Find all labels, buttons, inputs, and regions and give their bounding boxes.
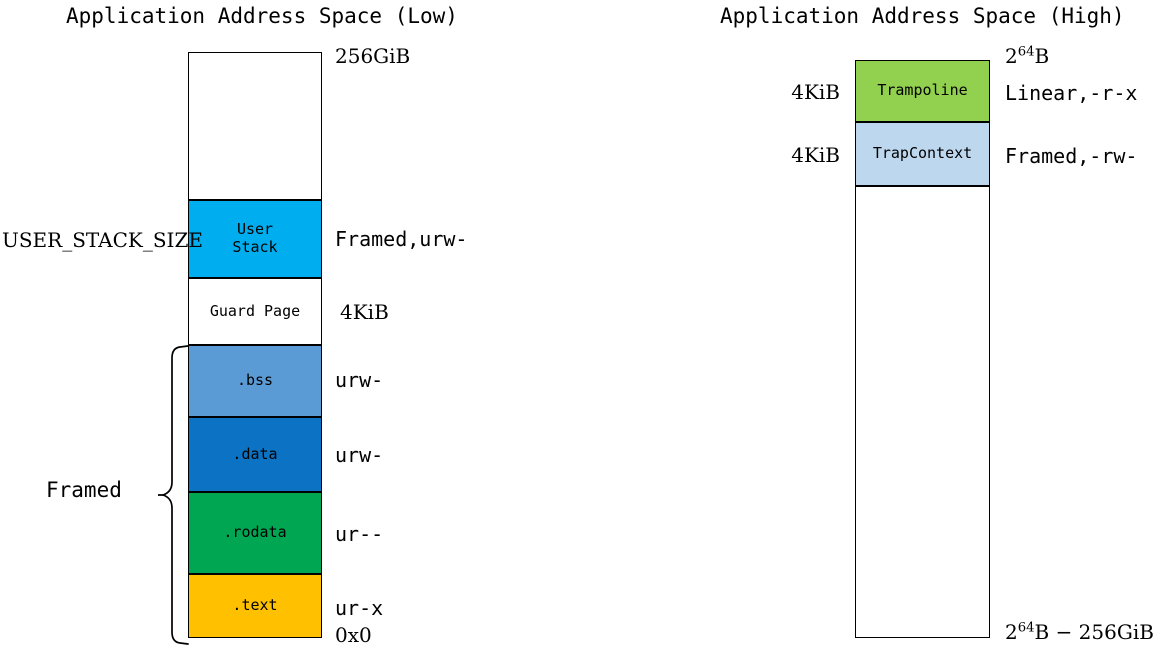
perm-label-bss: urw-: [335, 368, 384, 392]
memory-block-user-stack: User Stack: [188, 200, 322, 278]
memory-block-bss: .bss: [188, 345, 322, 417]
addr-high-top-base: 2: [1005, 44, 1018, 68]
memory-block-rodata: .rodata: [188, 492, 322, 574]
perm-label-user-stack: Framed,urw-: [335, 227, 468, 251]
memory-block-unused-high: [855, 186, 990, 638]
addr-high-bottom-base: 2: [1005, 620, 1018, 644]
perm-label-rodata: ur--: [335, 522, 384, 546]
column-title-high: Application Address Space (High): [720, 4, 1125, 28]
address-label-top-low: 256GiB: [335, 44, 411, 68]
memory-block-trap-context: TrapContext: [855, 122, 990, 186]
addr-high-top-suffix: B: [1034, 44, 1050, 68]
perm-label-trampoline: Linear,-r-x: [1005, 81, 1138, 105]
size-label-guard-page: 4KiB: [340, 300, 389, 324]
size-label-trampoline: 4KiB: [791, 80, 840, 104]
framed-group-label: Framed: [46, 478, 122, 502]
address-label-bottom-high: 264B − 256GiB: [1005, 620, 1154, 644]
perm-label-data: urw-: [335, 443, 384, 467]
address-label-bottom-low: 0x0: [335, 623, 372, 647]
perm-label-trap-context: Framed,-rw-: [1005, 144, 1138, 168]
memory-block-data: .data: [188, 417, 322, 492]
framed-group-brace: [158, 345, 189, 645]
size-label-trap-context: 4KiB: [791, 143, 840, 167]
size-label-user-stack: USER_STACK_SIZE: [2, 228, 203, 252]
memory-block-trampoline: Trampoline: [855, 60, 990, 122]
memory-block-text: .text: [188, 574, 322, 638]
memory-block-guard-page: Guard Page: [188, 278, 322, 345]
addr-high-bottom-suffix: B − 256GiB: [1034, 620, 1154, 644]
addr-high-bottom-exponent: 64: [1017, 620, 1035, 636]
perm-label-text: ur-x: [335, 596, 384, 620]
addr-high-top-exponent: 64: [1017, 44, 1035, 60]
column-title-low: Application Address Space (Low): [66, 4, 458, 28]
memory-block-unused-low: [188, 52, 322, 200]
address-label-top-high: 264B: [1005, 44, 1049, 68]
